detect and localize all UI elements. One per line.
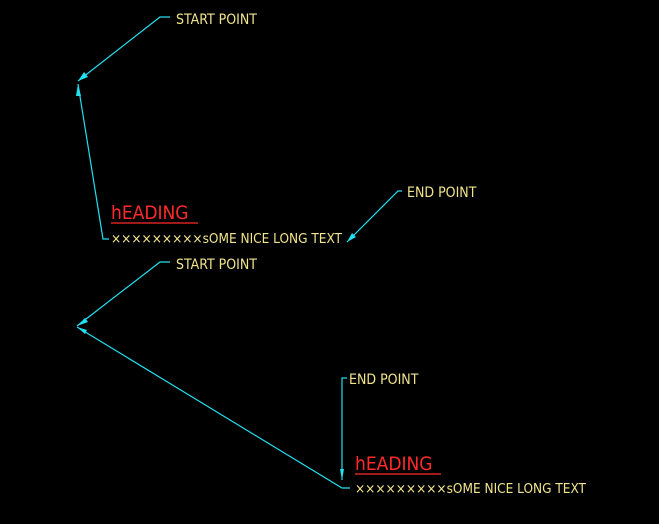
main-leader-1[interactable] <box>76 83 109 240</box>
arrowhead-icon <box>340 469 344 480</box>
start-leader-2[interactable] <box>76 261 170 327</box>
annotation-group-1[interactable]: START POINT END POINT hEADING ×××××××××s… <box>76 12 477 247</box>
annotation-group-2[interactable]: START POINT END POINT hEADING ×××××××××s… <box>76 257 587 497</box>
heading-text-2: hEADING <box>355 453 433 475</box>
end-point-label-2: END POINT <box>349 372 419 388</box>
end-point-label-1: END POINT <box>407 185 477 201</box>
start-point-label-1: START POINT <box>176 12 257 28</box>
arrowhead-icon <box>78 72 88 81</box>
body-text-2: ×××××××××sOME NICE LONG TEXT <box>355 481 587 497</box>
body-text-1: ×××××××××sOME NICE LONG TEXT <box>111 231 343 247</box>
start-point-label-2: START POINT <box>176 257 257 273</box>
main-leader-2[interactable] <box>76 326 350 489</box>
arrowhead-icon <box>77 318 88 326</box>
arrowhead-icon <box>76 84 81 96</box>
arrowhead-icon <box>77 327 87 334</box>
arrowhead-icon <box>347 233 356 242</box>
end-leader-2[interactable] <box>340 377 347 480</box>
start-leader-1[interactable] <box>77 16 170 82</box>
heading-text-1: hEADING <box>111 202 189 224</box>
end-leader-1[interactable] <box>346 190 402 243</box>
